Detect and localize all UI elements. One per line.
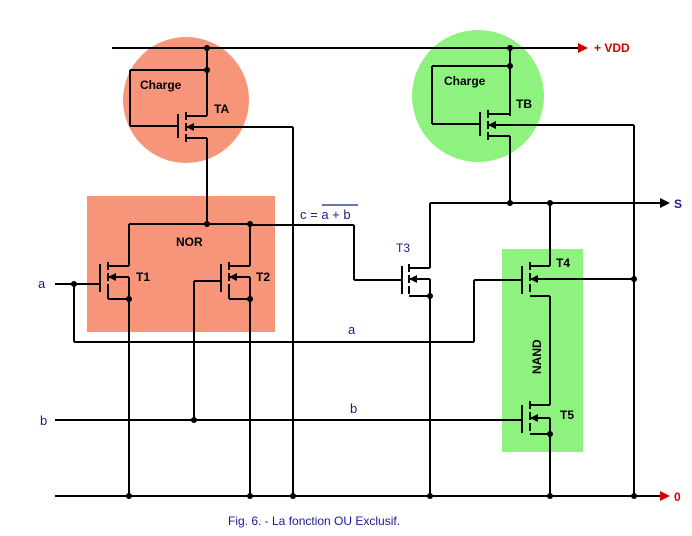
transistor-tb: [431, 48, 635, 496]
ground-arrow-icon: [660, 491, 670, 501]
junction-dot: [191, 417, 197, 423]
nand-label: NAND: [530, 339, 544, 374]
load-a-label: Charge: [140, 78, 182, 92]
input-a-label: a: [38, 276, 46, 291]
vdd-label: + VDD: [594, 41, 630, 55]
c-expression: a + b: [321, 207, 350, 222]
junction-dot: [247, 493, 253, 499]
t4-label: T4: [556, 256, 570, 270]
transistor-t3: [353, 203, 431, 496]
b-bus-label: b: [350, 401, 357, 416]
load-a-circle: [123, 37, 249, 163]
input-b-label: b: [40, 413, 47, 428]
transistor-t5: [521, 401, 551, 496]
junction-dot: [126, 493, 132, 499]
nor-label: NOR: [176, 235, 203, 249]
junction-dot: [631, 276, 637, 282]
c-prefix: c =: [300, 207, 321, 222]
t2-label: T2: [256, 270, 270, 284]
figure-caption: Fig. 6. - La fonction OU Exclusif.: [228, 514, 400, 528]
junction-dot: [507, 200, 513, 206]
a-bus-label: a: [348, 322, 356, 337]
junction-dot: [427, 493, 433, 499]
nor-block: [87, 196, 275, 332]
t3-label: T3: [396, 241, 410, 255]
junction-dot: [427, 293, 433, 299]
junction-dot: [631, 493, 637, 499]
t1-label: T1: [136, 270, 150, 284]
transistor-t2: [193, 224, 251, 496]
junction-dot: [507, 63, 513, 69]
ground-label: 0: [674, 490, 681, 504]
junction-dot: [204, 45, 210, 51]
junction-dot: [290, 493, 296, 499]
junction-dot: [547, 431, 553, 437]
output-label: S: [674, 197, 682, 211]
transistor-t4: [521, 203, 634, 405]
junction-dot: [126, 296, 132, 302]
vdd-arrow-icon: [578, 43, 588, 53]
load-b-label: Charge: [444, 74, 486, 88]
junction-dot: [247, 296, 253, 302]
transistor-t1: [55, 224, 130, 496]
junction-dot: [507, 45, 513, 51]
transistor-ta: [129, 48, 294, 496]
c-label: c = a + b: [300, 207, 351, 222]
ta-label: TA: [214, 102, 229, 116]
junction-dot: [204, 67, 210, 73]
tb-label: TB: [516, 97, 532, 111]
junction-dot: [204, 221, 210, 227]
t5-label: T5: [560, 408, 574, 422]
output-arrow-icon: [660, 198, 670, 208]
junction-dot: [547, 493, 553, 499]
